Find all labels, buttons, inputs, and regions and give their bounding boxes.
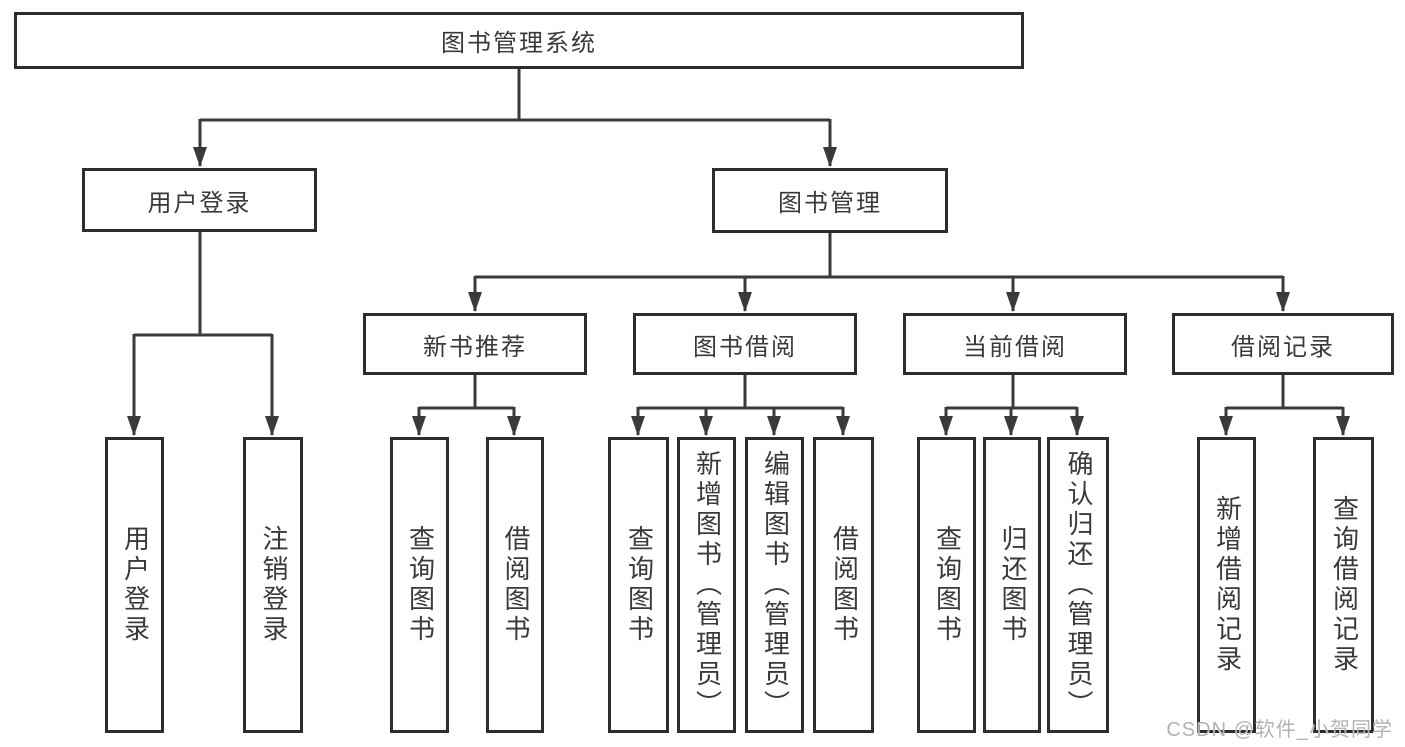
node-book-borrow-label: 图书借阅 bbox=[693, 333, 797, 361]
node-book-management: 图书管理 bbox=[712, 168, 948, 233]
csdn-watermark: CSDN @软件_小贺同学 bbox=[1166, 719, 1393, 741]
node-edit-book-admin: 编辑图书（管理员） bbox=[745, 437, 804, 733]
node-library-system: 图书管理系统 bbox=[14, 12, 1024, 69]
node-query-borrow-record-label: 查询借阅记录 bbox=[1329, 495, 1360, 675]
node-new-book-recommend-label: 新书推荐 bbox=[423, 333, 527, 361]
node-borrow-records-label: 借阅记录 bbox=[1231, 333, 1335, 361]
node-user-login-label: 用户登录 bbox=[147, 189, 252, 217]
node-query-borrow-record: 查询借阅记录 bbox=[1313, 437, 1374, 733]
node-return-book-label: 归还图书 bbox=[997, 525, 1028, 645]
node-borrow-books: 借阅图书 bbox=[813, 437, 874, 733]
node-confirm-return-admin-label: 确认归还（管理员） bbox=[1063, 450, 1094, 720]
node-confirm-return-admin: 确认归还（管理员） bbox=[1047, 437, 1109, 733]
node-book-borrow: 图书借阅 bbox=[633, 313, 857, 375]
node-borrow-query-books-label: 查询图书 bbox=[624, 525, 655, 645]
node-borrow-books-label: 借阅图书 bbox=[829, 525, 860, 645]
node-book-management-label: 图书管理 bbox=[778, 190, 882, 217]
node-user-login-action: 用户登录 bbox=[105, 437, 164, 733]
node-user-login-action-label: 用户登录 bbox=[120, 525, 151, 645]
node-library-system-label: 图书管理系统 bbox=[441, 30, 597, 57]
node-new-book-recommend: 新书推荐 bbox=[363, 313, 587, 375]
node-add-borrow-record: 新增借阅记录 bbox=[1197, 437, 1256, 733]
node-recommend-borrow-books: 借阅图书 bbox=[486, 437, 544, 733]
node-current-borrow: 当前借阅 bbox=[903, 313, 1127, 375]
node-add-book-admin: 新增图书（管理员） bbox=[677, 437, 736, 733]
node-user-login: 用户登录 bbox=[82, 168, 317, 232]
node-recommend-query-books-label: 查询图书 bbox=[405, 525, 436, 645]
node-recommend-query-books: 查询图书 bbox=[390, 437, 449, 733]
node-edit-book-admin-label: 编辑图书（管理员） bbox=[760, 450, 791, 720]
node-current-query-books-label: 查询图书 bbox=[932, 525, 963, 645]
node-current-borrow-label: 当前借阅 bbox=[963, 333, 1067, 361]
node-return-book: 归还图书 bbox=[983, 437, 1041, 733]
node-borrow-records: 借阅记录 bbox=[1172, 313, 1394, 375]
node-logout-label: 注销登录 bbox=[258, 525, 289, 645]
node-borrow-query-books: 查询图书 bbox=[608, 437, 669, 733]
node-logout: 注销登录 bbox=[243, 437, 303, 733]
node-add-book-admin-label: 新增图书（管理员） bbox=[692, 450, 723, 720]
node-current-query-books: 查询图书 bbox=[917, 437, 976, 733]
node-add-borrow-record-label: 新增借阅记录 bbox=[1212, 495, 1243, 675]
node-recommend-borrow-books-label: 借阅图书 bbox=[500, 525, 531, 645]
